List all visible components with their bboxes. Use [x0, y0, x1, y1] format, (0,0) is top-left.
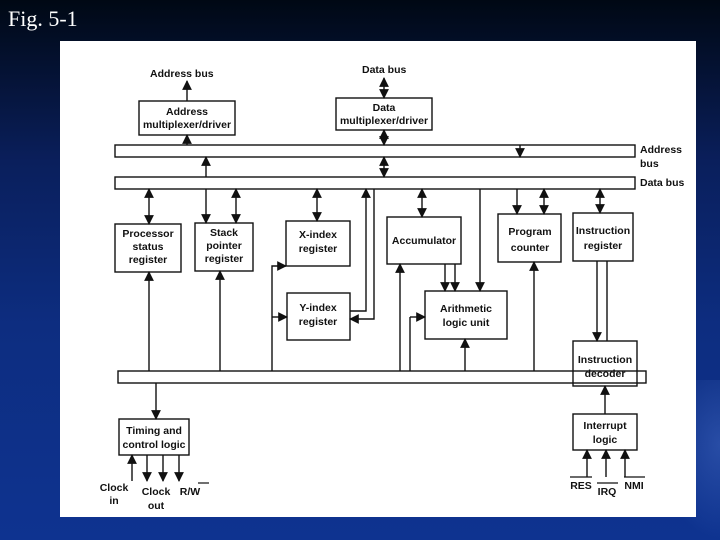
timing-control-label-2: control logic — [123, 439, 186, 451]
res-label: RES — [570, 480, 592, 492]
processor-status-label-1: Processor — [122, 228, 173, 240]
timing-control-label-1: Timing and — [126, 425, 182, 437]
data-bus-bar — [114, 176, 636, 190]
x-index-label-1: X-index — [299, 229, 337, 241]
data-mux-label-2: multiplexer/driver — [340, 115, 428, 127]
y-index-label-1: Y-index — [299, 302, 337, 314]
y-index-label-2: register — [299, 316, 338, 328]
interrupt-logic-label-1: Interrupt — [583, 420, 627, 432]
x-index-label-2: register — [299, 243, 338, 255]
address-mux-label-2: multiplexer/driver — [143, 119, 231, 131]
cpu-block-diagram: Address bus Data bus Address bus Data bu… — [100, 64, 685, 512]
interrupt-logic-label-2: logic — [593, 434, 618, 446]
processor-status-label-2: status — [133, 241, 164, 253]
instruction-register-box — [572, 212, 634, 262]
alu-label-1: Arithmetic — [440, 303, 492, 315]
instruction-decoder-label-1: Instruction — [578, 354, 632, 366]
instruction-decoder-label-2: decoder — [585, 368, 626, 380]
instruction-register-label-2: register — [584, 240, 623, 252]
clock-in-label-1: Clock — [100, 482, 129, 494]
program-counter-label-2: counter — [511, 242, 550, 254]
internal-control-bus — [117, 370, 647, 384]
label-data-bus-top: Data bus — [362, 64, 407, 76]
slide-title: Fig. 5-1 — [8, 6, 78, 31]
address-mux-label-1: Address — [166, 106, 208, 118]
label-address-bus-side-2: bus — [640, 158, 659, 170]
accumulator-label: Accumulator — [392, 235, 456, 247]
clock-out-label-1: Clock — [142, 486, 171, 498]
stack-pointer-label-1: Stack — [210, 227, 238, 239]
stack-pointer-label-2: pointer — [206, 240, 242, 252]
instruction-register-label-1: Instruction — [576, 225, 630, 237]
alu-box — [424, 290, 508, 340]
label-address-bus-top: Address bus — [150, 68, 214, 80]
irq-label: IRQ — [598, 486, 617, 498]
data-mux-label-1: Data — [373, 102, 396, 114]
program-counter-box — [497, 213, 562, 263]
stack-pointer-label-3: register — [205, 253, 244, 265]
rw-label: R/W — [180, 486, 201, 498]
block-diagram-panel: Address bus Data bus Address bus Data bu… — [60, 41, 696, 517]
program-counter-label-1: Program — [508, 226, 551, 238]
alu-label-2: logic unit — [443, 317, 490, 329]
label-data-bus-side: Data bus — [640, 177, 685, 189]
clock-out-label-2: out — [148, 500, 165, 512]
label-address-bus-side: Address — [640, 144, 682, 156]
address-bus-bar — [114, 144, 636, 158]
nmi-label: NMI — [624, 480, 643, 492]
processor-status-label-3: register — [129, 254, 168, 266]
clock-in-label-2: in — [109, 495, 118, 507]
